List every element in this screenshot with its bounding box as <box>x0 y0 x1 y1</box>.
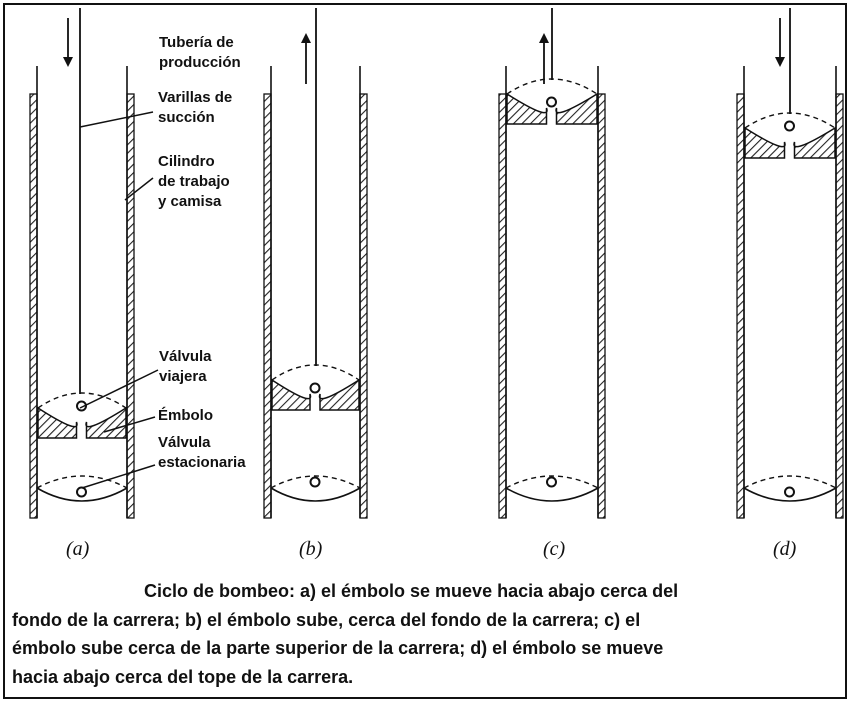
standing-valve-cage <box>36 475 128 489</box>
panel-label-d: (d) <box>773 538 797 560</box>
plunger-right-half <box>318 378 360 411</box>
plunger-left-half <box>271 378 312 411</box>
cylinder-wall-right <box>835 93 844 519</box>
cylinder-wall-left <box>263 93 272 519</box>
standing-valve-cage <box>743 475 837 489</box>
cylinder-wall-right <box>359 93 368 519</box>
label-cilindro-line1: Cilindro <box>158 153 215 170</box>
plunger-left-half <box>506 92 548 125</box>
standing-valve-ball <box>309 476 321 488</box>
cylinder-wall-right <box>126 93 135 519</box>
plunger-right-half <box>555 92 598 125</box>
label-embolo: Émbolo <box>158 407 213 424</box>
caption-line-1: Ciclo de bombeo: a) el émbolo se mueve h… <box>144 581 679 601</box>
traveling-valve-ball <box>76 400 87 412</box>
leader-varillas <box>79 111 154 128</box>
label-varillas-line2: succión <box>158 109 215 126</box>
panel-label-b: (b) <box>299 538 323 560</box>
caption-line-4: hacia abajo cerca del tope de la carrera… <box>12 666 354 687</box>
standing-valve-ball <box>784 486 795 498</box>
leader-cilindro <box>124 177 154 201</box>
label-valvula-estacionaria: Válvula estacionaria <box>158 433 246 473</box>
cylinder-wall-right <box>597 93 606 519</box>
label-valvula-estacionaria-line1: Válvula <box>158 434 211 451</box>
label-cilindro-line2: de trabajo <box>158 173 230 190</box>
label-tuberia-line1: Tubería de <box>159 34 234 51</box>
label-valvula-viajera: Válvula viajera <box>159 347 212 387</box>
traveling-valve-ball <box>784 120 795 132</box>
plunger-right-half <box>85 406 127 439</box>
traveling-valve-ball <box>309 382 321 394</box>
label-tuberia-line2: producción <box>159 54 241 71</box>
label-cilindro: Cilindro de trabajo y camisa <box>158 152 230 212</box>
standing-valve-ball <box>76 486 87 498</box>
traveling-valve-cage <box>271 364 360 381</box>
panel-label-c: (c) <box>543 538 566 560</box>
label-valvula-estacionaria-line2: estacionaria <box>158 454 246 471</box>
label-tuberia: Tubería de producción <box>159 33 241 73</box>
traveling-valve-ball <box>546 96 557 108</box>
leader-embolo <box>103 416 156 433</box>
pump-panel-d <box>736 8 844 519</box>
cylinder-wall-left <box>498 93 507 519</box>
leader-valvula-viajera <box>79 369 159 409</box>
caption-line-3: émbolo sube cerca de la parte superior d… <box>12 638 664 658</box>
plunger-right-half <box>793 126 836 159</box>
pump-panel-c <box>498 8 606 519</box>
traveling-valve-cage <box>506 78 598 95</box>
standing-valve-seat <box>505 487 599 502</box>
cylinder-wall-left <box>736 93 745 519</box>
standing-valve-ball <box>546 476 557 488</box>
label-cilindro-line3: y camisa <box>158 193 222 210</box>
label-varillas: Varillas de succión <box>158 88 232 128</box>
label-varillas-line1: Varillas de <box>158 89 233 106</box>
pump-panel-b <box>263 8 368 519</box>
panel-label-a: (a) <box>66 538 90 560</box>
caption-line-2: fondo de la carrera; b) el émbolo sube, … <box>12 609 641 630</box>
pump-panel-a <box>29 8 135 519</box>
standing-valve-seat <box>743 487 837 502</box>
traveling-valve-cage <box>37 392 127 409</box>
figure-caption: Ciclo de bombeo: a) el émbolo se mueve h… <box>12 577 832 691</box>
plunger-left-half <box>744 126 786 159</box>
label-leader-lines <box>79 111 159 489</box>
standing-valve-seat <box>36 487 128 502</box>
standing-valve-cage <box>505 475 599 489</box>
label-valvula-viajera-line1: Válvula <box>159 348 212 365</box>
standing-valve-seat <box>270 487 361 502</box>
cylinder-wall-left <box>29 93 38 519</box>
leader-valvula-estacionaria <box>81 464 156 489</box>
standing-valve-cage <box>270 475 361 489</box>
plunger-left-half <box>37 406 78 439</box>
figure-frame <box>3 3 847 699</box>
label-valvula-viajera-line2: viajera <box>159 368 207 385</box>
